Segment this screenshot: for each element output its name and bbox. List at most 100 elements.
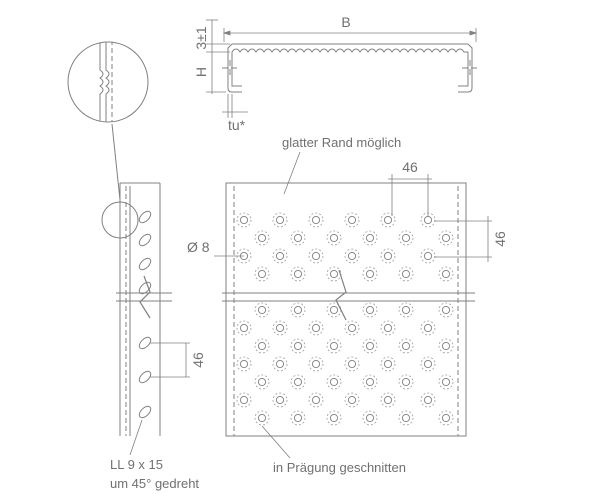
- perforation-hole: [257, 413, 267, 423]
- perforation-ring: [420, 392, 436, 408]
- perforation-ring: [438, 374, 454, 390]
- perforation-hole: [401, 269, 411, 279]
- perforation-hole: [383, 215, 393, 225]
- perforation-hole: [293, 305, 303, 315]
- perforation-ring: [290, 302, 306, 318]
- perforation-ring: [398, 230, 414, 246]
- perforation-hole: [347, 395, 357, 405]
- perforation-hole: [423, 215, 433, 225]
- perforation-hole: [293, 233, 303, 243]
- perforation-hole: [239, 215, 249, 225]
- perforation-grid: [236, 212, 454, 426]
- perforation-hole: [423, 251, 433, 261]
- perforation-hole: [293, 341, 303, 351]
- profile-wave-bottom: [231, 48, 468, 53]
- perforation-ring: [362, 266, 378, 282]
- perforation-ring: [308, 356, 324, 372]
- perforation-hole: [257, 305, 267, 315]
- perforation-hole: [383, 323, 393, 333]
- perforation-ring: [344, 392, 360, 408]
- perforation-hole: [423, 359, 433, 369]
- perforation-ring: [254, 230, 270, 246]
- perforation-hole: [441, 377, 451, 387]
- perforation-hole: [365, 413, 375, 423]
- perforation-ring: [308, 212, 324, 228]
- profile-right-flange: [458, 43, 473, 93]
- perforation-hole: [441, 233, 451, 243]
- profile-section: [222, 43, 478, 93]
- plate-view: [222, 182, 475, 437]
- perforation-hole: [257, 269, 267, 279]
- perforation-hole: [365, 233, 375, 243]
- perforation-ring: [290, 410, 306, 426]
- perforation-hole: [401, 233, 411, 243]
- centerline-left: [222, 60, 238, 76]
- dimension-tu-label: tu*: [228, 117, 246, 133]
- perforation-ring: [438, 410, 454, 426]
- perforation-ring: [272, 212, 288, 228]
- perforation-hole: [347, 251, 357, 261]
- perforation-hole: [423, 395, 433, 405]
- leader-smooth-edge: [283, 151, 301, 195]
- perforation-hole: [329, 233, 339, 243]
- dimension-right-46-label: 46: [492, 231, 508, 247]
- perforation-ring: [380, 392, 396, 408]
- perforation-ring: [420, 320, 436, 336]
- perforation-ring: [362, 410, 378, 426]
- perforation-ring: [254, 410, 270, 426]
- perforation-ring: [344, 212, 360, 228]
- perforation-ring: [308, 392, 324, 408]
- perforation-hole: [239, 359, 249, 369]
- label-slot-line1: LL 9 x 15: [110, 457, 163, 472]
- perforation-hole: [275, 215, 285, 225]
- perforation-ring: [326, 410, 342, 426]
- perforation-hole: [423, 323, 433, 333]
- perforation-ring: [236, 356, 252, 372]
- perforation-hole: [441, 305, 451, 315]
- perforation-ring: [236, 392, 252, 408]
- perforation-ring: [326, 338, 342, 354]
- perforation-hole: [239, 395, 249, 405]
- perforation-ring: [438, 338, 454, 354]
- perforation-hole: [293, 269, 303, 279]
- perforation-hole: [257, 233, 267, 243]
- perforation-ring: [398, 266, 414, 282]
- dimension-h-label: H: [193, 67, 209, 77]
- perforation-hole: [293, 413, 303, 423]
- perforation-hole: [329, 305, 339, 315]
- perforation-ring: [380, 356, 396, 372]
- perforation-hole: [347, 359, 357, 369]
- dimension-h: [206, 19, 230, 94]
- perforation-ring: [254, 266, 270, 282]
- perforation-hole: [311, 323, 321, 333]
- perforation-hole: [293, 377, 303, 387]
- perforation-ring: [362, 374, 378, 390]
- perforation-hole: [365, 377, 375, 387]
- label-cut-note: in Prägung geschnitten: [273, 460, 406, 475]
- leader-slot: [129, 419, 143, 456]
- leader-cut: [261, 425, 291, 459]
- dimension-side-46: [150, 342, 190, 378]
- perforation-hole: [365, 305, 375, 315]
- dimension-tolerance-label: 3±1: [193, 26, 209, 49]
- perforation-ring: [420, 248, 436, 264]
- break-line: [335, 269, 347, 321]
- perforation-ring: [254, 338, 270, 354]
- perforation-ring: [272, 356, 288, 372]
- perforation-ring: [272, 320, 288, 336]
- perforation-hole: [383, 251, 393, 261]
- perforation-ring: [438, 266, 454, 282]
- perforation-ring: [380, 248, 396, 264]
- perforation-ring: [398, 338, 414, 354]
- perforation-ring: [254, 374, 270, 390]
- perforation-hole: [275, 359, 285, 369]
- detail-view: [67, 41, 149, 201]
- perforation-hole: [257, 377, 267, 387]
- perforation-ring: [362, 230, 378, 246]
- dimension-b: [222, 28, 478, 42]
- profile-left-flange: [227, 43, 242, 93]
- perforation-hole: [441, 341, 451, 351]
- perforation-hole: [275, 251, 285, 261]
- perforation-hole: [311, 359, 321, 369]
- perforation-ring: [326, 230, 342, 246]
